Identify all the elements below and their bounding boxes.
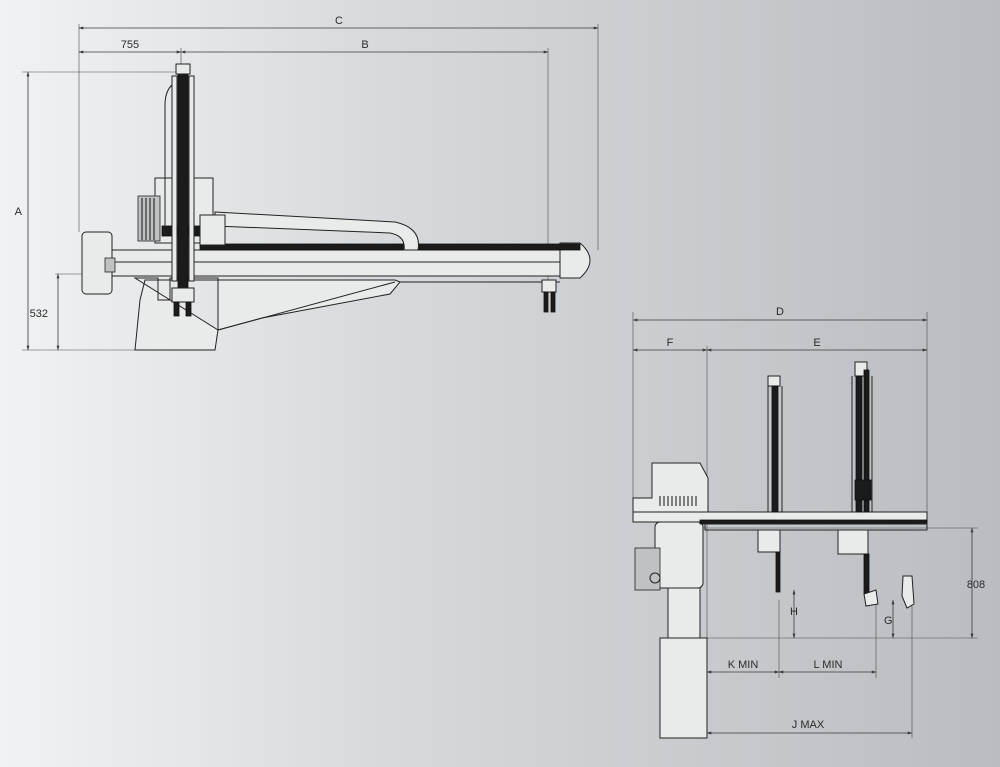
dim-label-d: D [776,306,784,318]
dim-label-808: 808 [967,579,985,591]
dim-label-k-min: K MIN [728,659,759,671]
motor-unit [654,521,704,589]
dim-label-h: H [790,606,798,618]
dim-label-j-max: J MAX [792,719,825,731]
dim-label-e: E [813,337,820,349]
base-stand [133,277,401,351]
arm-guard [214,211,420,251]
beam-end-cap [559,242,591,279]
controller-housing [632,462,709,513]
vertical-arm-2 [855,375,863,513]
gripper-g [863,589,879,607]
dim-label-g: G [884,615,893,627]
rear-arm [543,291,549,313]
dim-label-532: 532 [30,308,48,320]
gripper-side [901,575,915,609]
dim-label-a: A [15,206,23,218]
front-view: D F E 808 H G K MIN L MIN 320 J MAX [632,306,985,739]
side-bracket [634,547,661,591]
dim-label-b: B [361,39,368,51]
motor-fins [137,195,161,242]
side-view: C 755 B A 532 [15,15,599,351]
beam-rail [199,243,581,251]
dim-label-755: 755 [121,39,139,51]
pedestal [659,637,708,739]
arm-2-motor [854,479,872,501]
arm-1-top [767,375,781,387]
vertical-arm-1 [771,385,779,513]
vertical-arm [177,69,189,289]
dim-label-c: C [335,15,343,27]
dim-label-l-min: L MIN [814,659,843,671]
column [667,584,701,639]
dim-label-f: F [667,337,674,349]
